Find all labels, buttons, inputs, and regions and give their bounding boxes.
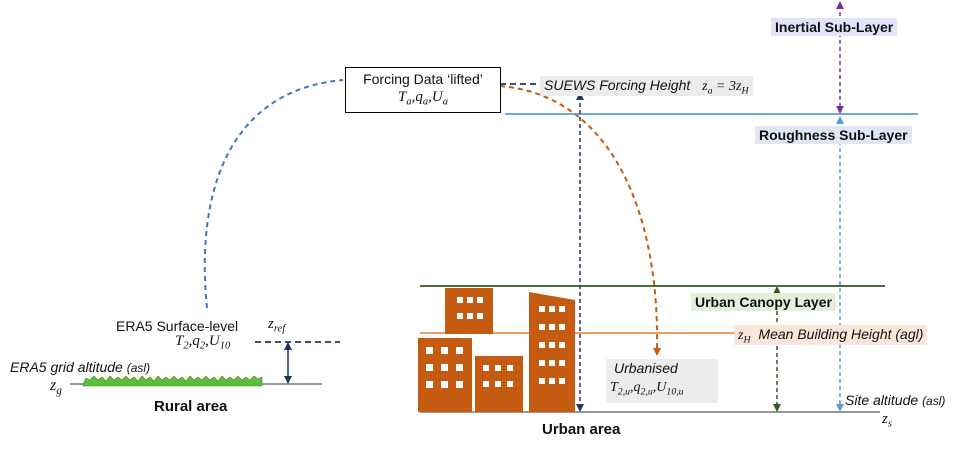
- site-altitude-label: Site altitude (asl): [845, 393, 945, 407]
- urbanised-vars: T2,u,q2,u,U10,u: [610, 380, 684, 398]
- buildings-icon: [418, 288, 575, 412]
- urbanise-curve: [499, 85, 662, 356]
- inertial-sublayer-label: Inertial Sub-Layer: [771, 18, 898, 36]
- mean-building-height-text: Mean Building Height (agl): [758, 326, 924, 342]
- rural-area-label: Rural area: [154, 398, 228, 415]
- era5-grid-altitude-suffix: (asl): [126, 361, 151, 375]
- zref-symbol: zref: [268, 316, 286, 335]
- roughness-sublayer-label: Roughness Sub-Layer: [755, 126, 912, 144]
- zg-symbol: zg: [50, 377, 62, 397]
- forcing-data-title: Forcing Data ‘lifted’: [363, 71, 483, 87]
- grass-icon: [82, 375, 263, 387]
- mean-building-height-label: zH Mean Building Height (agl): [734, 325, 928, 346]
- urban-canopy-layer-label: Urban Canopy Layer: [691, 293, 836, 311]
- site-altitude-text: Site altitude: [845, 392, 919, 408]
- forcing-data-box: Forcing Data ‘lifted’ Ta,qa,Ua: [345, 67, 501, 113]
- era5-grid-altitude-label: ERA5 grid altitude (asl): [10, 360, 150, 374]
- lift-curve: [203, 79, 344, 309]
- urban-area-label: Urban area: [542, 421, 621, 438]
- urbanised-label: Urbanised: [614, 360, 678, 376]
- suews-forcing-height-label: SUEWS Forcing Height za = 3zH: [540, 76, 753, 96]
- zh-symbol: zH: [738, 328, 751, 346]
- site-altitude-suffix: (asl): [922, 394, 946, 408]
- era5-vars: T2,q2,U10: [175, 333, 231, 352]
- era5-surface-level-label: ERA5 Surface-level: [116, 318, 239, 334]
- suews-forcing-height-equation: za = 3zH: [702, 79, 749, 97]
- suews-forcing-height-text: SUEWS Forcing Height: [544, 77, 691, 93]
- forcing-data-vars: Ta,qa,Ua: [398, 89, 448, 108]
- era5-grid-altitude-text: ERA5 grid altitude: [10, 359, 123, 375]
- zs-symbol: zs: [882, 411, 892, 430]
- urbanised-box: Urbanised T2,u,q2,u,U10,u: [606, 359, 718, 403]
